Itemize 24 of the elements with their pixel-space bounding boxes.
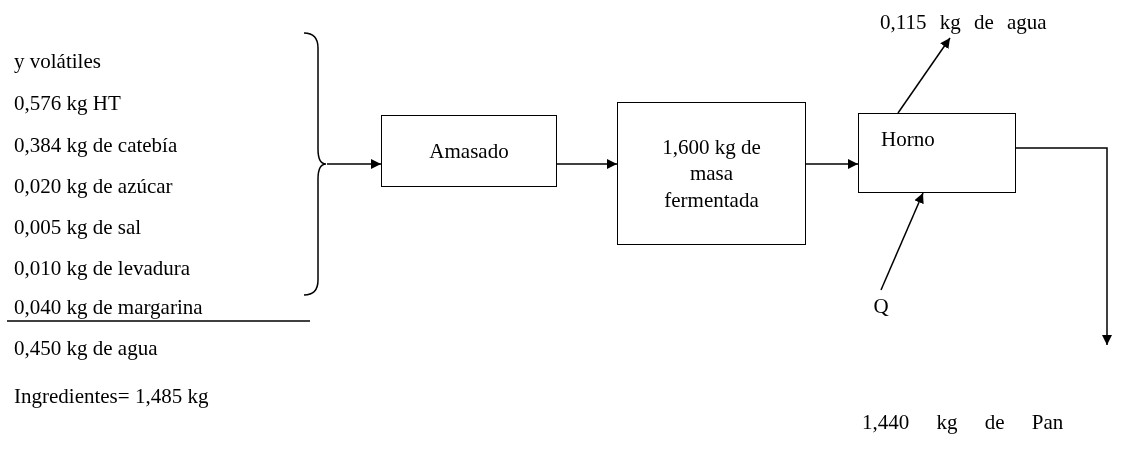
ingredient-text: 0,576 kg HT xyxy=(14,92,121,116)
arrow xyxy=(897,37,951,114)
ingredient-text: y volátiles xyxy=(14,50,101,74)
box-label: 1,600 kg de masa fermentada xyxy=(661,134,762,213)
ingredient-text: 0,040 kg de margarina xyxy=(14,296,203,320)
process-box xyxy=(617,102,806,245)
ingredient-text: Ingredientes= 1,485 kg xyxy=(14,385,209,409)
stream-label: 0,115 kg de agua xyxy=(880,8,1047,36)
arrow xyxy=(556,159,618,169)
ingredient-text: 0,010 kg de levadura xyxy=(14,257,191,281)
ingredient-text: 0,005 kg de sal xyxy=(14,216,142,240)
box-label: Amasado xyxy=(429,137,509,165)
process-box xyxy=(858,113,1016,193)
ingredient-text: 0,020 kg de azúcar xyxy=(14,175,173,199)
box-label: Horno xyxy=(881,126,935,153)
ingredient-text: 0,384 kg de catebía xyxy=(14,134,178,158)
arrow xyxy=(880,192,924,291)
stream-label: Q xyxy=(873,292,889,320)
ingredient-text: 0,450 kg de agua xyxy=(14,337,158,361)
arrow xyxy=(326,159,382,169)
process-box xyxy=(381,115,557,187)
stream-label: 1,440 kg de Pan xyxy=(862,408,1064,436)
arrow xyxy=(1015,147,1112,346)
arrow xyxy=(805,159,859,169)
